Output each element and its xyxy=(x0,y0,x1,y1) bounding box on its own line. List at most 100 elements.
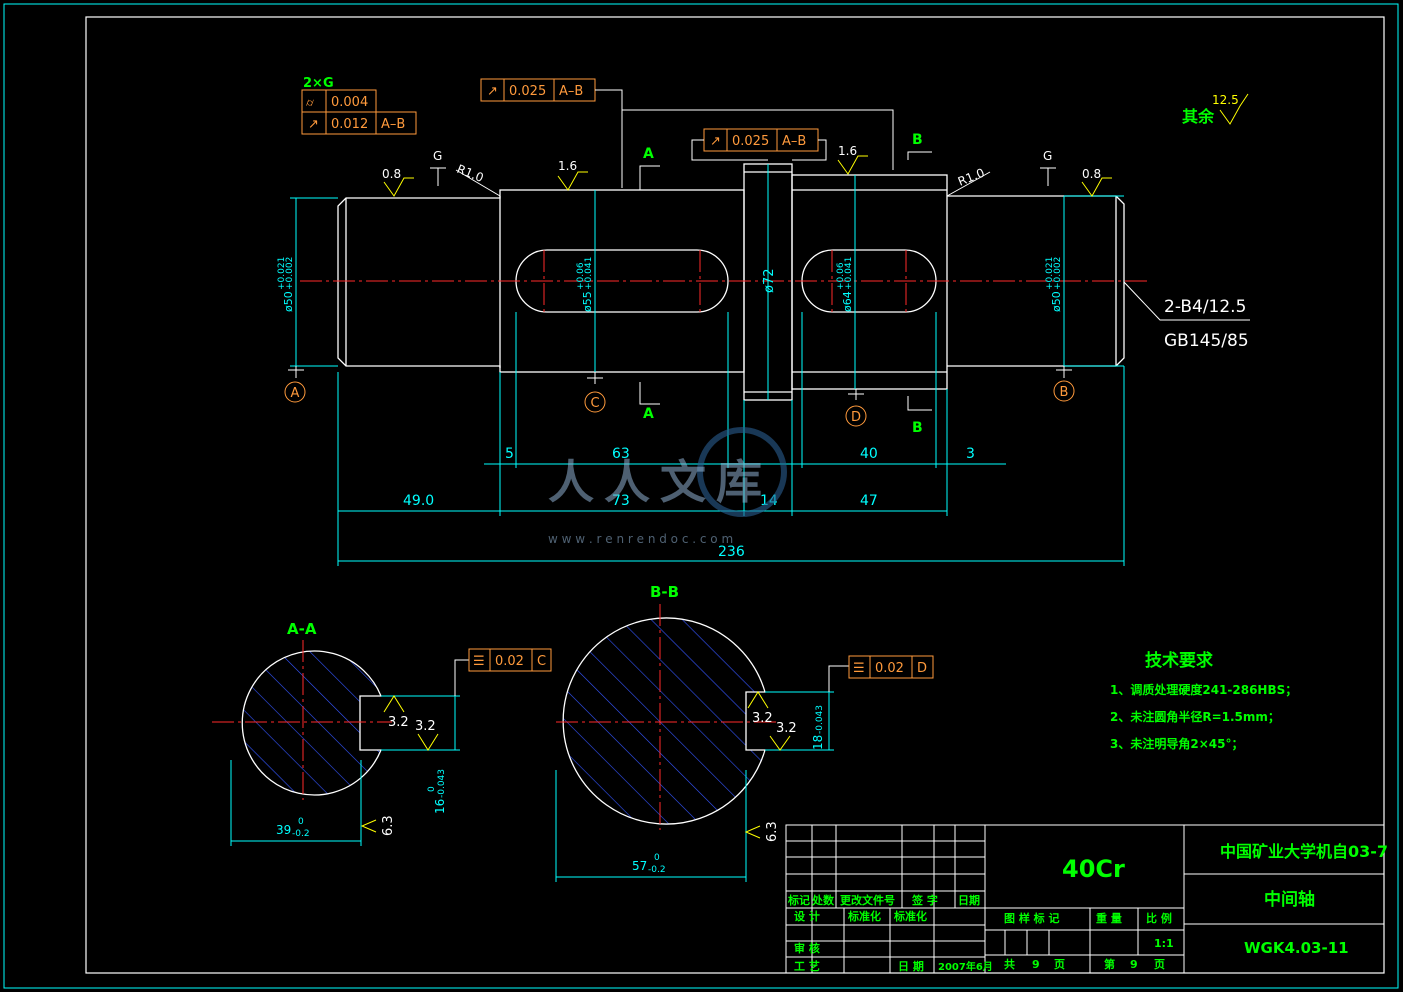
svg-text:-0.043: -0.043 xyxy=(437,769,447,798)
svg-text:技术要求: 技术要求 xyxy=(1145,650,1213,671)
ra-left-body: 1.6 xyxy=(558,159,577,173)
svg-text:2-B4/12.5: 2-B4/12.5 xyxy=(1164,297,1246,317)
technical-requirements: 技术要求 1、调质处理硬度241-286HBS； 2、未注圆角半径R=1.5mm… xyxy=(1110,650,1297,751)
svg-text:日期: 日期 xyxy=(958,893,980,907)
dim-3: 3 xyxy=(966,446,975,462)
surface-finish-note: 其余 12.5 xyxy=(1182,93,1249,126)
dia-key2: ø64 xyxy=(841,291,854,312)
tolerance-frame-top-mid: ↗ 0.025 A–B xyxy=(691,128,827,161)
section-markers xyxy=(639,151,932,411)
tb-school: 中国矿业大学机自03-7 xyxy=(1220,842,1388,861)
bb-ra-right: 3.2 xyxy=(776,721,797,736)
bb-width: 57 xyxy=(632,859,647,873)
svg-text:+0.06: +0.06 xyxy=(576,262,586,290)
dia-key1: ø55 xyxy=(581,291,594,312)
svg-text:0: 0 xyxy=(654,853,660,863)
tb-drawing-no: WGK4.03-11 xyxy=(1244,939,1349,957)
svg-text:A: A xyxy=(291,386,300,401)
svg-text:0.02: 0.02 xyxy=(875,661,904,676)
svg-text:A–B: A–B xyxy=(782,134,806,149)
title-block xyxy=(785,824,1385,974)
svg-text:+0.041: +0.041 xyxy=(584,257,594,290)
svg-text:A-A: A-A xyxy=(287,620,317,638)
svg-text:1:1: 1:1 xyxy=(1154,937,1174,950)
svg-text:-0.2: -0.2 xyxy=(648,865,666,875)
svg-text:-0.2: -0.2 xyxy=(292,829,310,839)
svg-text:3、未注明导角2×45°；: 3、未注明导角2×45°； xyxy=(1110,736,1243,751)
aa-ra-right: 3.2 xyxy=(415,719,436,734)
svg-text:GB145/85: GB145/85 xyxy=(1164,331,1249,351)
dim-236: 236 xyxy=(718,544,745,560)
svg-text:☰: ☰ xyxy=(853,661,865,676)
roughness-symbols xyxy=(383,155,1112,197)
svg-text:页: 页 xyxy=(1154,958,1165,971)
dia-collar: ø72 xyxy=(762,269,777,294)
svg-text:页: 页 xyxy=(1054,958,1065,971)
svg-text:9: 9 xyxy=(1130,958,1138,971)
svg-text:D: D xyxy=(917,661,927,676)
dia-left-tol: +0.021 xyxy=(277,257,287,290)
svg-text:+0.021: +0.021 xyxy=(1045,257,1055,290)
aa-ra-bottom: 6.3 xyxy=(381,815,396,836)
bb-ra-left: 3.2 xyxy=(752,711,773,726)
svg-text:+0.06: +0.06 xyxy=(836,262,846,290)
svg-text:1、调质处理硬度241-286HBS；: 1、调质处理硬度241-286HBS； xyxy=(1110,682,1297,697)
shaft-outline xyxy=(337,163,1125,401)
section-aa: A-A ☰ 0.02 C xyxy=(212,620,552,846)
svg-text:C: C xyxy=(537,654,546,669)
bb-ra-bottom: 6.3 xyxy=(765,821,780,842)
svg-text:D: D xyxy=(851,410,861,425)
tolerance-frame-2g: 2×G ⌭ 0.004 ↗ 0.012 A–B xyxy=(301,76,417,135)
svg-text:日 期: 日 期 xyxy=(898,959,924,973)
ra-right-body: 1.6 xyxy=(838,144,857,158)
tb-material: 40Cr xyxy=(1062,855,1125,883)
dim-40: 40 xyxy=(860,446,878,462)
svg-text:2、未注圆角半径R=1.5mm；: 2、未注圆角半径R=1.5mm； xyxy=(1110,709,1280,724)
svg-text:工 艺: 工 艺 xyxy=(794,959,820,973)
svg-text:A–B: A–B xyxy=(559,84,583,99)
aa-ra-left: 3.2 xyxy=(388,715,409,730)
svg-text:9: 9 xyxy=(1032,958,1040,971)
svg-text:A–B: A–B xyxy=(381,117,405,132)
svg-text:0.025: 0.025 xyxy=(732,134,769,149)
svg-text:设 计: 设 计 xyxy=(794,909,820,923)
svg-text:12.5: 12.5 xyxy=(1212,93,1239,107)
r-right: R1.0 xyxy=(956,166,987,189)
svg-text:0: 0 xyxy=(427,786,437,792)
tb-part-name: 中间轴 xyxy=(1264,889,1315,910)
svg-text:w w w . r e n r e n d o c . c: w w w . r e n r e n d o c . c o m xyxy=(548,532,733,546)
watermark: 人人文库 w w w . r e n r e n d o c . c o m xyxy=(548,427,787,546)
sheet-border xyxy=(3,3,1399,989)
ra-right-end: 0.8 xyxy=(1082,167,1101,181)
tolerance-frame-top-left: ↗ 0.025 A–B xyxy=(480,78,894,188)
diameter-dimensions xyxy=(290,164,1124,400)
svg-text:共: 共 xyxy=(1004,957,1015,971)
length-dimensions xyxy=(337,312,1125,566)
svg-text:+0.002: +0.002 xyxy=(285,257,295,290)
svg-text:标准化: 标准化 xyxy=(847,909,881,923)
svg-text:更改文件号: 更改文件号 xyxy=(840,893,895,907)
svg-text:2007年6月: 2007年6月 xyxy=(938,960,993,973)
g-markers xyxy=(430,167,1056,197)
svg-text:0.025: 0.025 xyxy=(509,84,546,99)
svg-text:标准化: 标准化 xyxy=(893,909,927,923)
svg-text:+0.041: +0.041 xyxy=(844,257,854,290)
svg-text:人人文库: 人人文库 xyxy=(548,455,772,509)
svg-text:第: 第 xyxy=(1104,957,1115,971)
dim-5: 5 xyxy=(505,446,514,462)
dim-63: 63 xyxy=(612,446,630,462)
svg-text:重 量: 重 量 xyxy=(1096,911,1122,925)
svg-text:☰: ☰ xyxy=(473,654,485,669)
dim-49: 49.0 xyxy=(403,493,434,509)
svg-text:图 样 标 记: 图 样 标 记 xyxy=(1004,911,1060,925)
aa-width: 39 xyxy=(276,823,291,837)
svg-text:↗: ↗ xyxy=(487,84,498,99)
svg-text:⌭: ⌭ xyxy=(306,96,314,109)
svg-text:处数: 处数 xyxy=(811,893,835,907)
g-right: G xyxy=(1043,149,1052,163)
svg-text:↗: ↗ xyxy=(710,134,721,149)
svg-text:-0.043: -0.043 xyxy=(815,705,825,734)
svg-text:B-B: B-B xyxy=(650,583,679,601)
section-b-bottom: B xyxy=(912,420,923,436)
section-bb: B-B ☰ 0.02 D xyxy=(555,583,934,882)
